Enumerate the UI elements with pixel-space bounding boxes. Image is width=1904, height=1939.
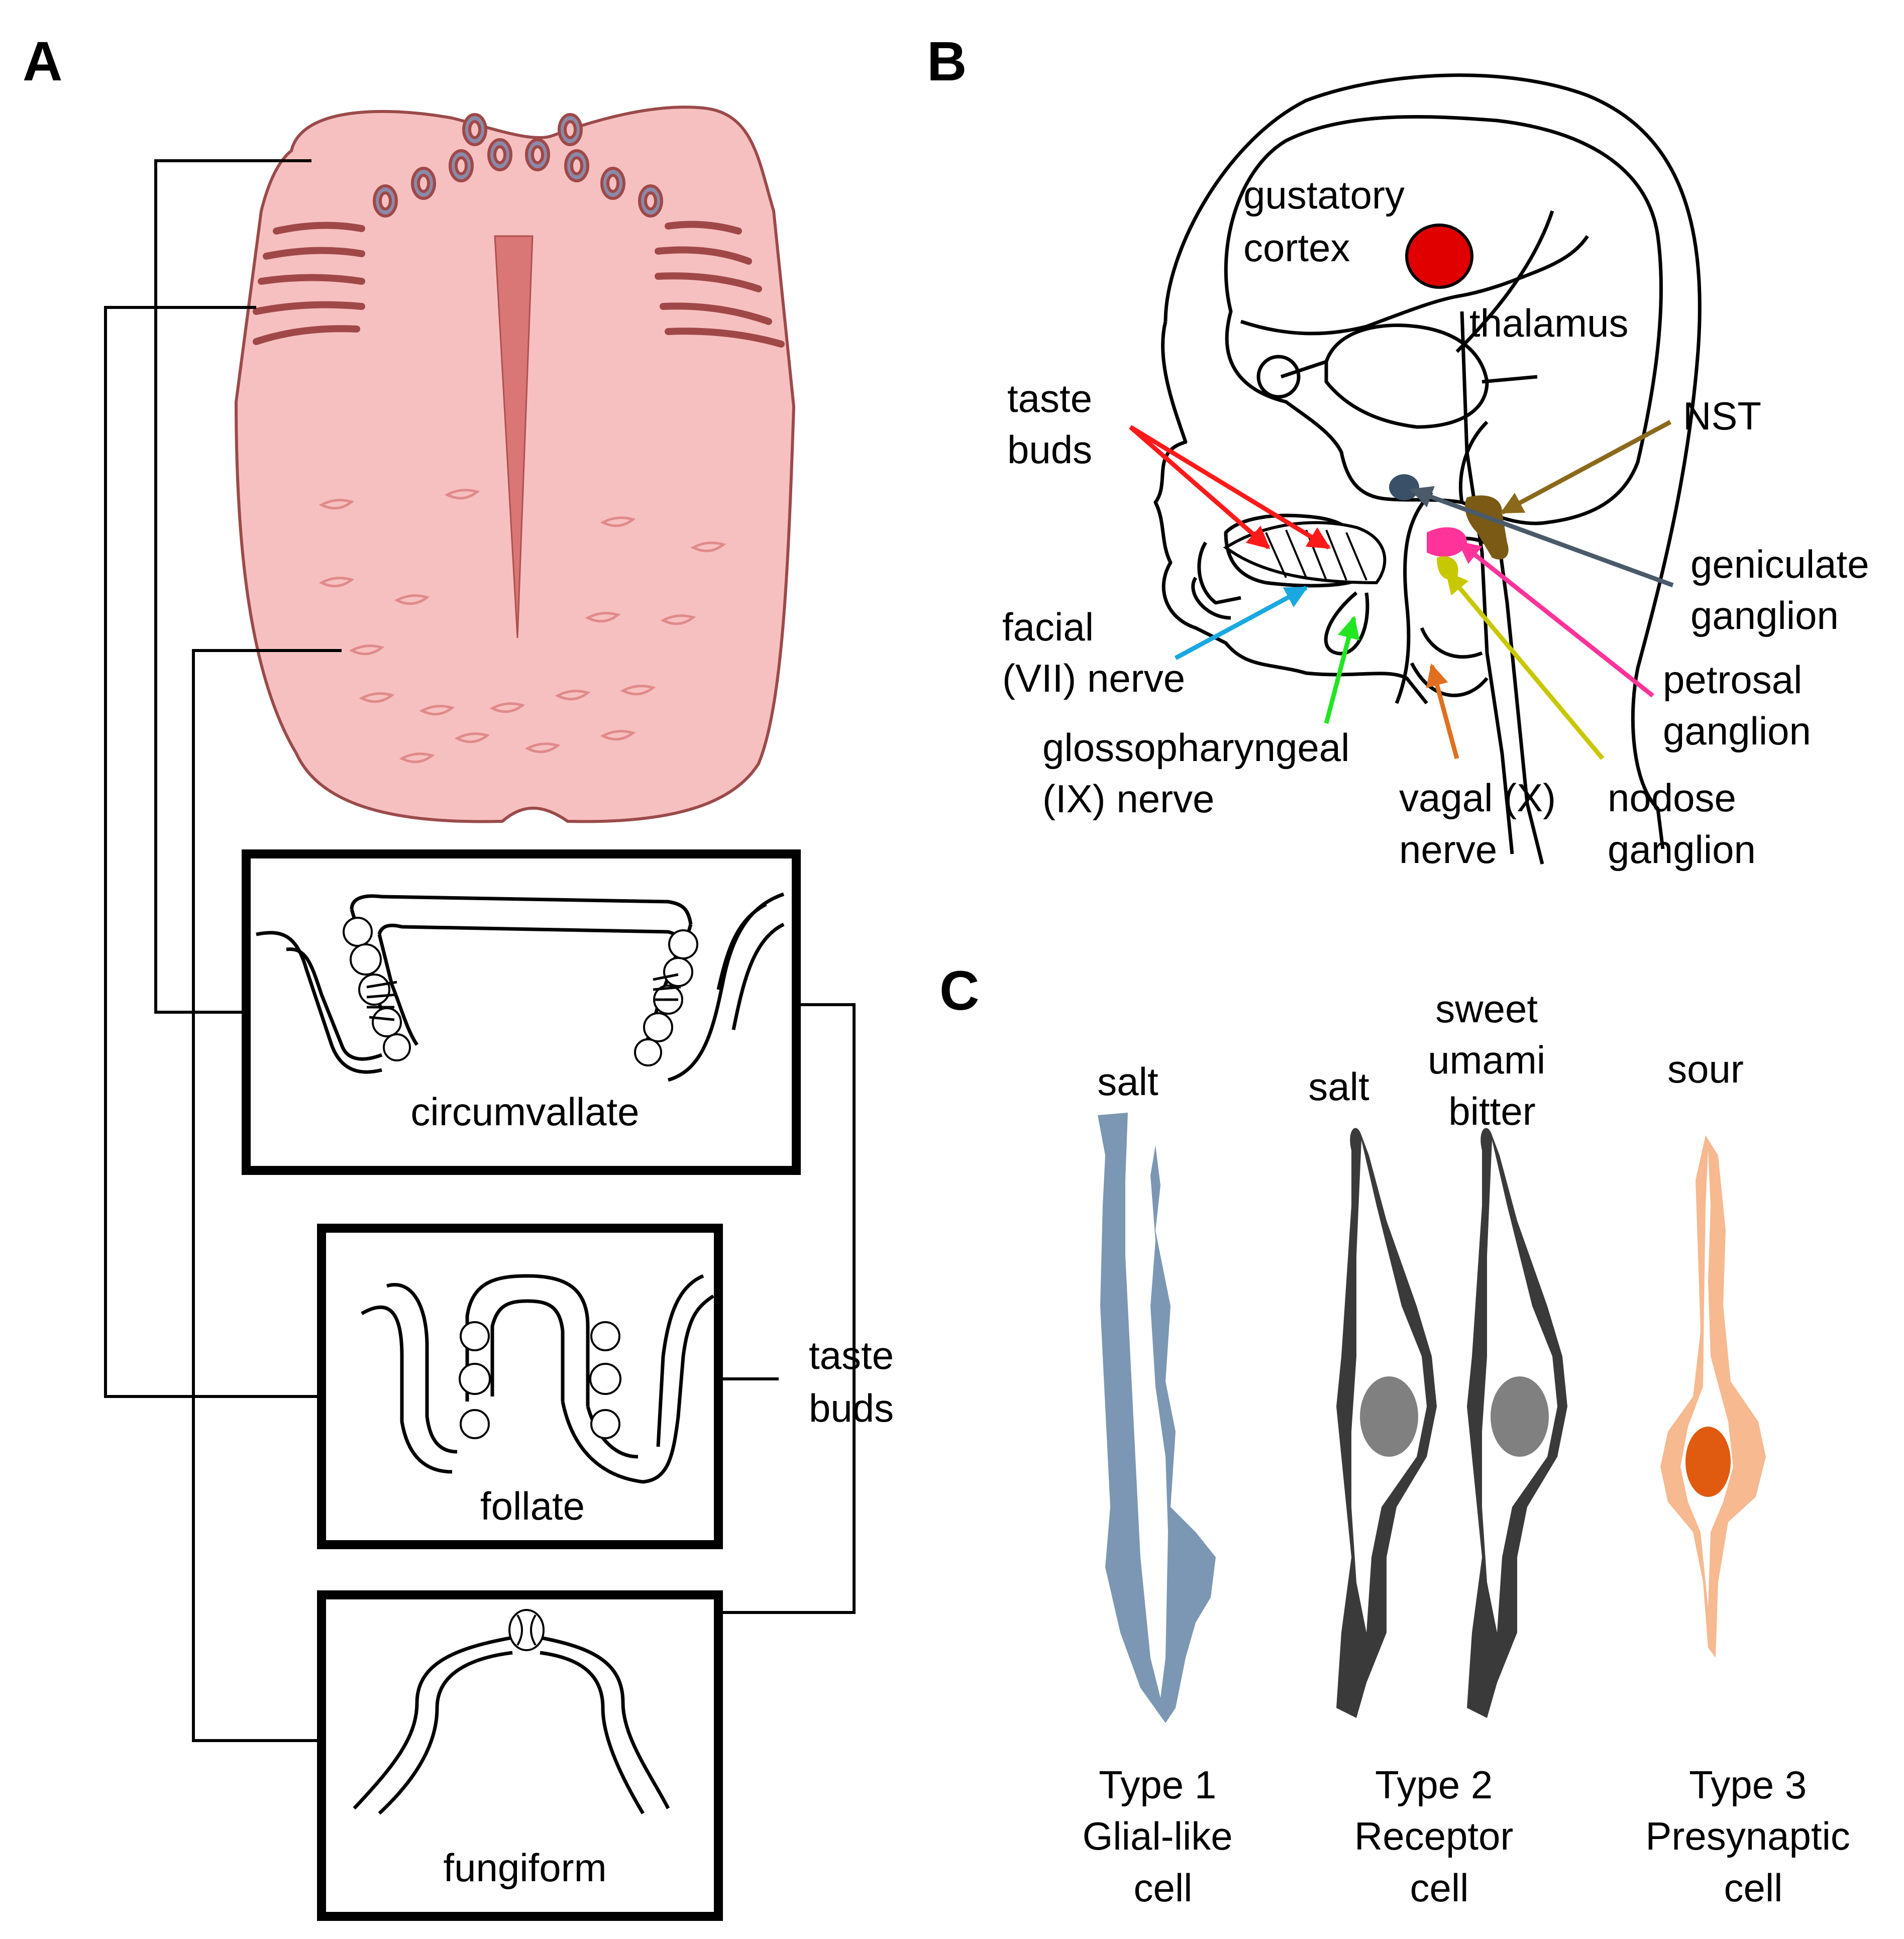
follate-taste-buds <box>459 1321 621 1439</box>
circumvallate-box <box>242 849 801 1175</box>
type2-salt-nucleus <box>1360 1376 1418 1457</box>
facial-nerve-label: facial (VII) nerve <box>1002 605 1185 700</box>
type2-salt-taste-label: salt <box>1308 1064 1369 1109</box>
geniculate-ganglion-label: geniculate ganglion <box>1690 542 1880 637</box>
median-sulcus <box>494 235 534 638</box>
type2-name: Type 2 Receptor cell <box>1354 1763 1524 1910</box>
circumvallate-label: circumvallate <box>410 1090 639 1134</box>
brain-outline <box>1224 115 1663 525</box>
type3-name: Type 3 Presynaptic cell <box>1645 1763 1861 1910</box>
petrosal-ganglion-shape <box>1427 527 1467 557</box>
type1-taste-label: salt <box>1097 1059 1158 1104</box>
fungiform-drawing <box>353 1636 670 1815</box>
type3-nucleus <box>1685 1427 1731 1497</box>
panel-c-letter: C <box>939 960 979 1022</box>
gustatory-cortex-label: gustatory cortex <box>1243 173 1416 270</box>
circumvallate-papillae-marks <box>373 113 663 218</box>
type3-taste-label: sour <box>1667 1047 1744 1091</box>
type1-cell-inner <box>1125 1113 1168 1698</box>
follate-box <box>317 1224 723 1549</box>
panel-b-arrows <box>1129 420 1674 760</box>
panel-a-letter: A <box>23 31 62 92</box>
geniculate-ganglion-shape <box>1389 474 1419 500</box>
circumvallate-taste-buds <box>343 917 698 1066</box>
nodose-ganglion-label: nodose ganglion <box>1608 776 1756 872</box>
panel-b-letter: B <box>927 31 967 92</box>
vagal-nerve-label: vagal (X) nerve <box>1399 776 1567 872</box>
head-outline <box>1153 73 1702 849</box>
fungiform-label: fungiform <box>443 1846 606 1890</box>
gustatory-cortex-shape <box>1405 224 1473 289</box>
type2-sweet-nucleus <box>1491 1376 1549 1457</box>
panel-b-taste-buds-label: taste buds <box>1007 376 1103 472</box>
type2-sweet-umami-bitter-label: sweet umami bitter <box>1428 987 1556 1133</box>
glossopharyngeal-nerve-label: glossopharyngeal (IX) nerve <box>1042 725 1360 821</box>
petrosal-ganglion-label: petrosal ganglion <box>1663 658 1813 753</box>
nst-label: NST <box>1683 394 1761 438</box>
follate-label: follate <box>480 1484 585 1528</box>
fungiform-taste-bud <box>508 1609 545 1651</box>
panel-a-taste-buds-label: taste buds <box>809 1333 905 1430</box>
foliate-ridges <box>253 221 785 348</box>
type3-cell-inner <box>1680 1150 1733 1607</box>
type1-name: Type 1 Glial-like cell <box>1083 1763 1244 1910</box>
fungiform-papillae-marks <box>319 489 726 764</box>
thalamus-label: thalamus <box>1469 301 1629 345</box>
follate-drawing <box>361 1274 714 1484</box>
